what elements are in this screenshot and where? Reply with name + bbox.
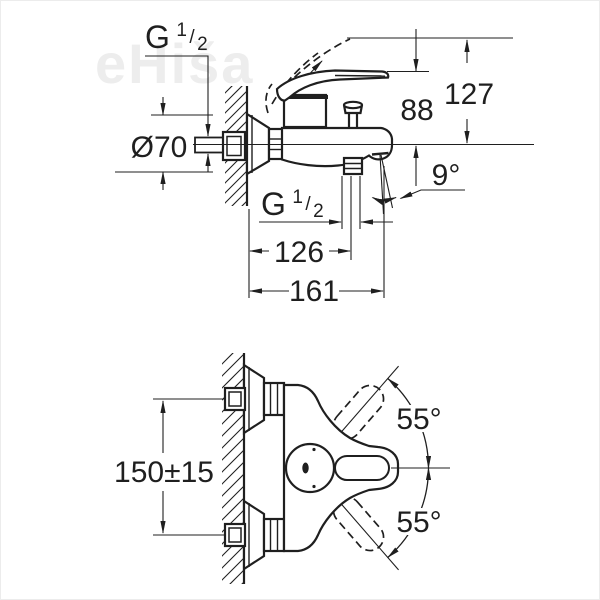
dim-body-height-label: 88 xyxy=(400,94,433,127)
inlet-square-nut-inner xyxy=(226,135,242,157)
dim-total-height-label: 127 xyxy=(444,78,494,111)
lever-handle xyxy=(275,69,390,102)
detail-dot xyxy=(312,484,316,489)
union-nut xyxy=(262,517,286,553)
lever-tip-path-dashed xyxy=(265,83,273,114)
lever-grip xyxy=(334,455,390,481)
lever-grip-line xyxy=(334,74,386,77)
inlet-square-nut xyxy=(223,386,247,412)
dim-spout-angle-label: 9° xyxy=(432,159,461,192)
side-view: Ø70 G 1 / 2 88 127 9° xyxy=(115,19,534,308)
inlet-square-nut xyxy=(221,130,247,162)
label-backing xyxy=(395,508,445,535)
shower-outlet-stub xyxy=(342,156,364,176)
cartridge-dome xyxy=(284,442,336,494)
temp-indicator-dot xyxy=(302,462,309,474)
dim-outlet-thread-label: G 1 / 2 xyxy=(261,186,324,222)
dim-leader xyxy=(145,55,211,137)
dim-rosette-diameter-label: Ø70 xyxy=(131,131,188,164)
escutcheon xyxy=(242,362,266,436)
dim-wall-to-outlet-label: 126 xyxy=(274,236,324,269)
dim-lever-swing-up-label: 55° xyxy=(396,403,441,436)
inlet-square-nut-inner xyxy=(228,391,242,407)
spout-angle-leader xyxy=(399,189,465,200)
label-backing xyxy=(395,405,445,432)
union-nut xyxy=(262,381,286,417)
dim-spout-reach-label: 161 xyxy=(289,275,339,308)
plan-view: 55° 55° 150±15 xyxy=(114,353,450,584)
detail-dot xyxy=(312,447,316,452)
escutcheon xyxy=(242,498,266,572)
dim-inlet-spacing-label: 150±15 xyxy=(114,456,214,489)
lever-open-dashed xyxy=(271,52,319,105)
cartridge-housing xyxy=(282,93,328,129)
spout-angle-arc xyxy=(371,196,397,205)
dim-inlet-thread-label: G 1 / 2 xyxy=(145,19,208,55)
faucet-body xyxy=(280,126,394,168)
inlet-square-nut xyxy=(223,522,247,548)
inlet-square-nut-inner xyxy=(228,527,242,543)
diverter-knob xyxy=(342,100,364,127)
aerator xyxy=(371,151,389,156)
dim-lever-swing-down-label: 55° xyxy=(396,506,441,539)
watermark: eHiša xyxy=(95,32,255,95)
